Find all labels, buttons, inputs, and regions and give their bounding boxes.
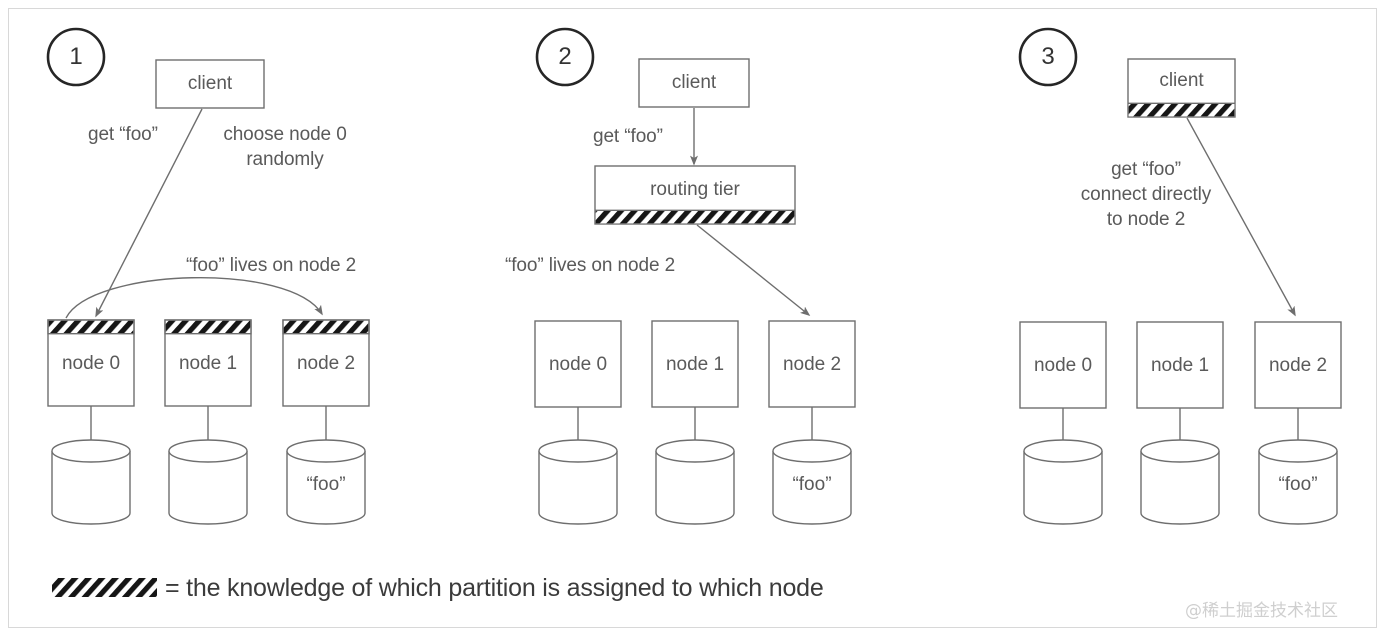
panel3-annotation-connect-directly: get “foo” connect directly to node 2 — [1080, 159, 1212, 230]
watermark: @稀土掘金技术社区 — [1185, 601, 1338, 621]
panel1-annotation-choose-node: choose node 0 randomly — [223, 124, 347, 170]
panel2-store-label-2: “foo” — [792, 474, 832, 495]
panel3-node-label-0: node 0 — [1033, 355, 1093, 376]
panel2-annotation-foo-lives: “foo” lives on node 2 — [505, 255, 676, 276]
panel2-node-label-2: node 2 — [782, 354, 842, 375]
panel1-node-label-1: node 1 — [178, 353, 238, 374]
panel1-node-label-2: node 2 — [296, 353, 356, 374]
panel3-node-label-2: node 2 — [1268, 355, 1328, 376]
panel1-annotation-get-foo: get “foo” — [88, 124, 158, 145]
panel1-annotation-foo-lives: “foo” lives on node 2 — [186, 255, 357, 276]
panel2-router-label: routing tier — [650, 179, 740, 200]
panel2-annotation-get-foo: get “foo” — [593, 126, 663, 147]
panel3-store-label-2: “foo” — [1278, 474, 1318, 495]
figure-border — [8, 8, 1377, 628]
legend-text: = the knowledge of which partition is as… — [165, 574, 824, 602]
panel1-store-label-2: “foo” — [306, 474, 346, 495]
panel1-node-label-0: node 0 — [61, 353, 121, 374]
panel3-client-label: client — [1159, 70, 1204, 91]
panel2-node-label-1: node 1 — [665, 354, 725, 375]
panel1-client-label: client — [187, 73, 233, 94]
panel2-client-label: client — [671, 72, 717, 93]
panel2-node-label-0: node 0 — [548, 354, 608, 375]
panel3-node-label-1: node 1 — [1150, 355, 1210, 376]
